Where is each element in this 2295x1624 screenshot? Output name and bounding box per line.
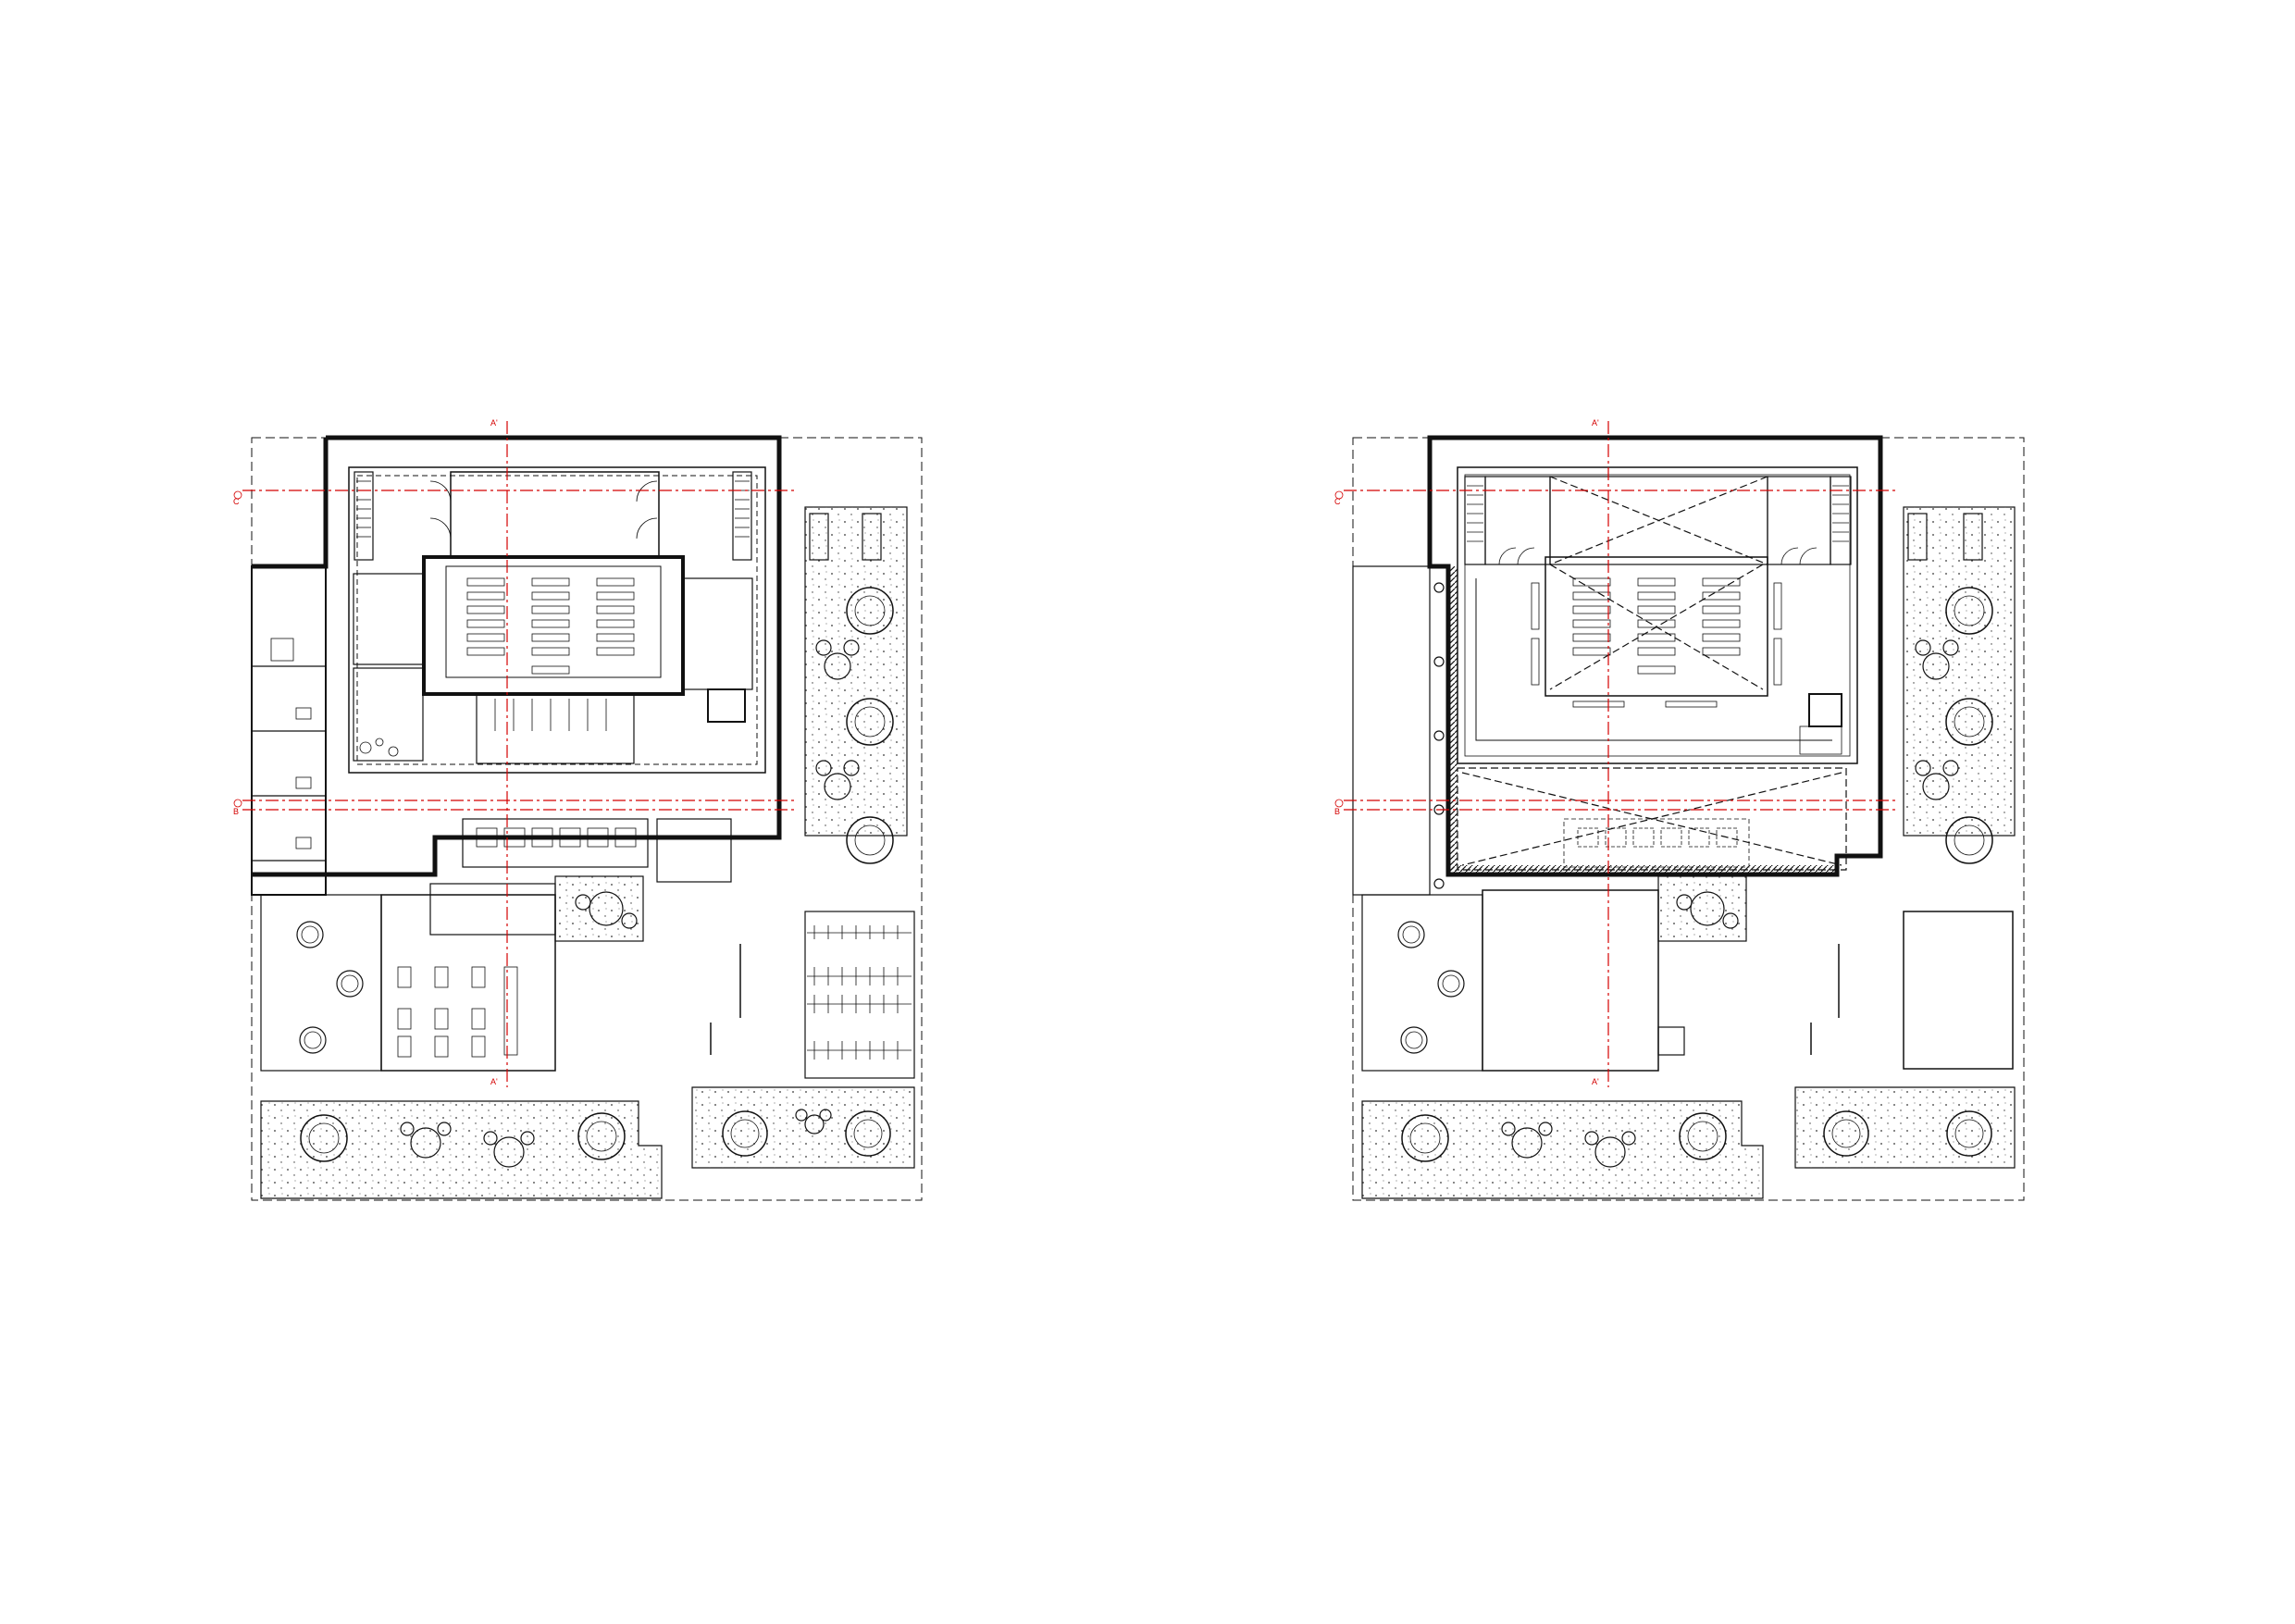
- foyer: [476, 693, 635, 764]
- stage-void: [1549, 476, 1768, 565]
- main-building-outline: [252, 435, 782, 877]
- cafe-area: [380, 894, 556, 1072]
- stair-right: [1830, 476, 1852, 565]
- section-label-b: B: [233, 807, 239, 816]
- outdoor-seating: [804, 911, 915, 1079]
- section-label-top: A': [1592, 418, 1599, 428]
- stage-area: [450, 471, 660, 558]
- section-label-b: B: [1334, 807, 1340, 816]
- lower-void: [1457, 767, 1847, 871]
- section-label-c: C: [1334, 497, 1341, 506]
- section-label-bottom: A': [490, 1077, 498, 1086]
- section-label-c: C: [233, 497, 240, 506]
- balcony-seats: [1531, 577, 1782, 708]
- section-lines: [1344, 421, 1897, 1087]
- roof-block-east: [1903, 911, 2014, 1070]
- section-lines: [242, 421, 796, 1087]
- stair-right: [732, 471, 752, 561]
- stair-left: [1464, 476, 1486, 565]
- stair-left: [354, 471, 374, 561]
- trees-east: [815, 587, 894, 864]
- section-label-top: A': [490, 418, 498, 428]
- columns: [1433, 582, 1445, 889]
- plan-ground-floor: A' A' C B: [233, 418, 923, 1201]
- section-label-bottom: A': [1592, 1077, 1599, 1086]
- bar-counter: [462, 818, 649, 868]
- trees-south: [300, 1109, 891, 1168]
- seating-rows: [466, 577, 635, 675]
- main-building-outline: [1427, 435, 1883, 877]
- plan-upper-floor: A' A' C B: [1334, 418, 2025, 1201]
- trees-east: [1915, 587, 1993, 864]
- balcony: [1544, 556, 1768, 697]
- trees-south: [1401, 1110, 1992, 1168]
- roof-block-middle: [1482, 889, 1659, 1072]
